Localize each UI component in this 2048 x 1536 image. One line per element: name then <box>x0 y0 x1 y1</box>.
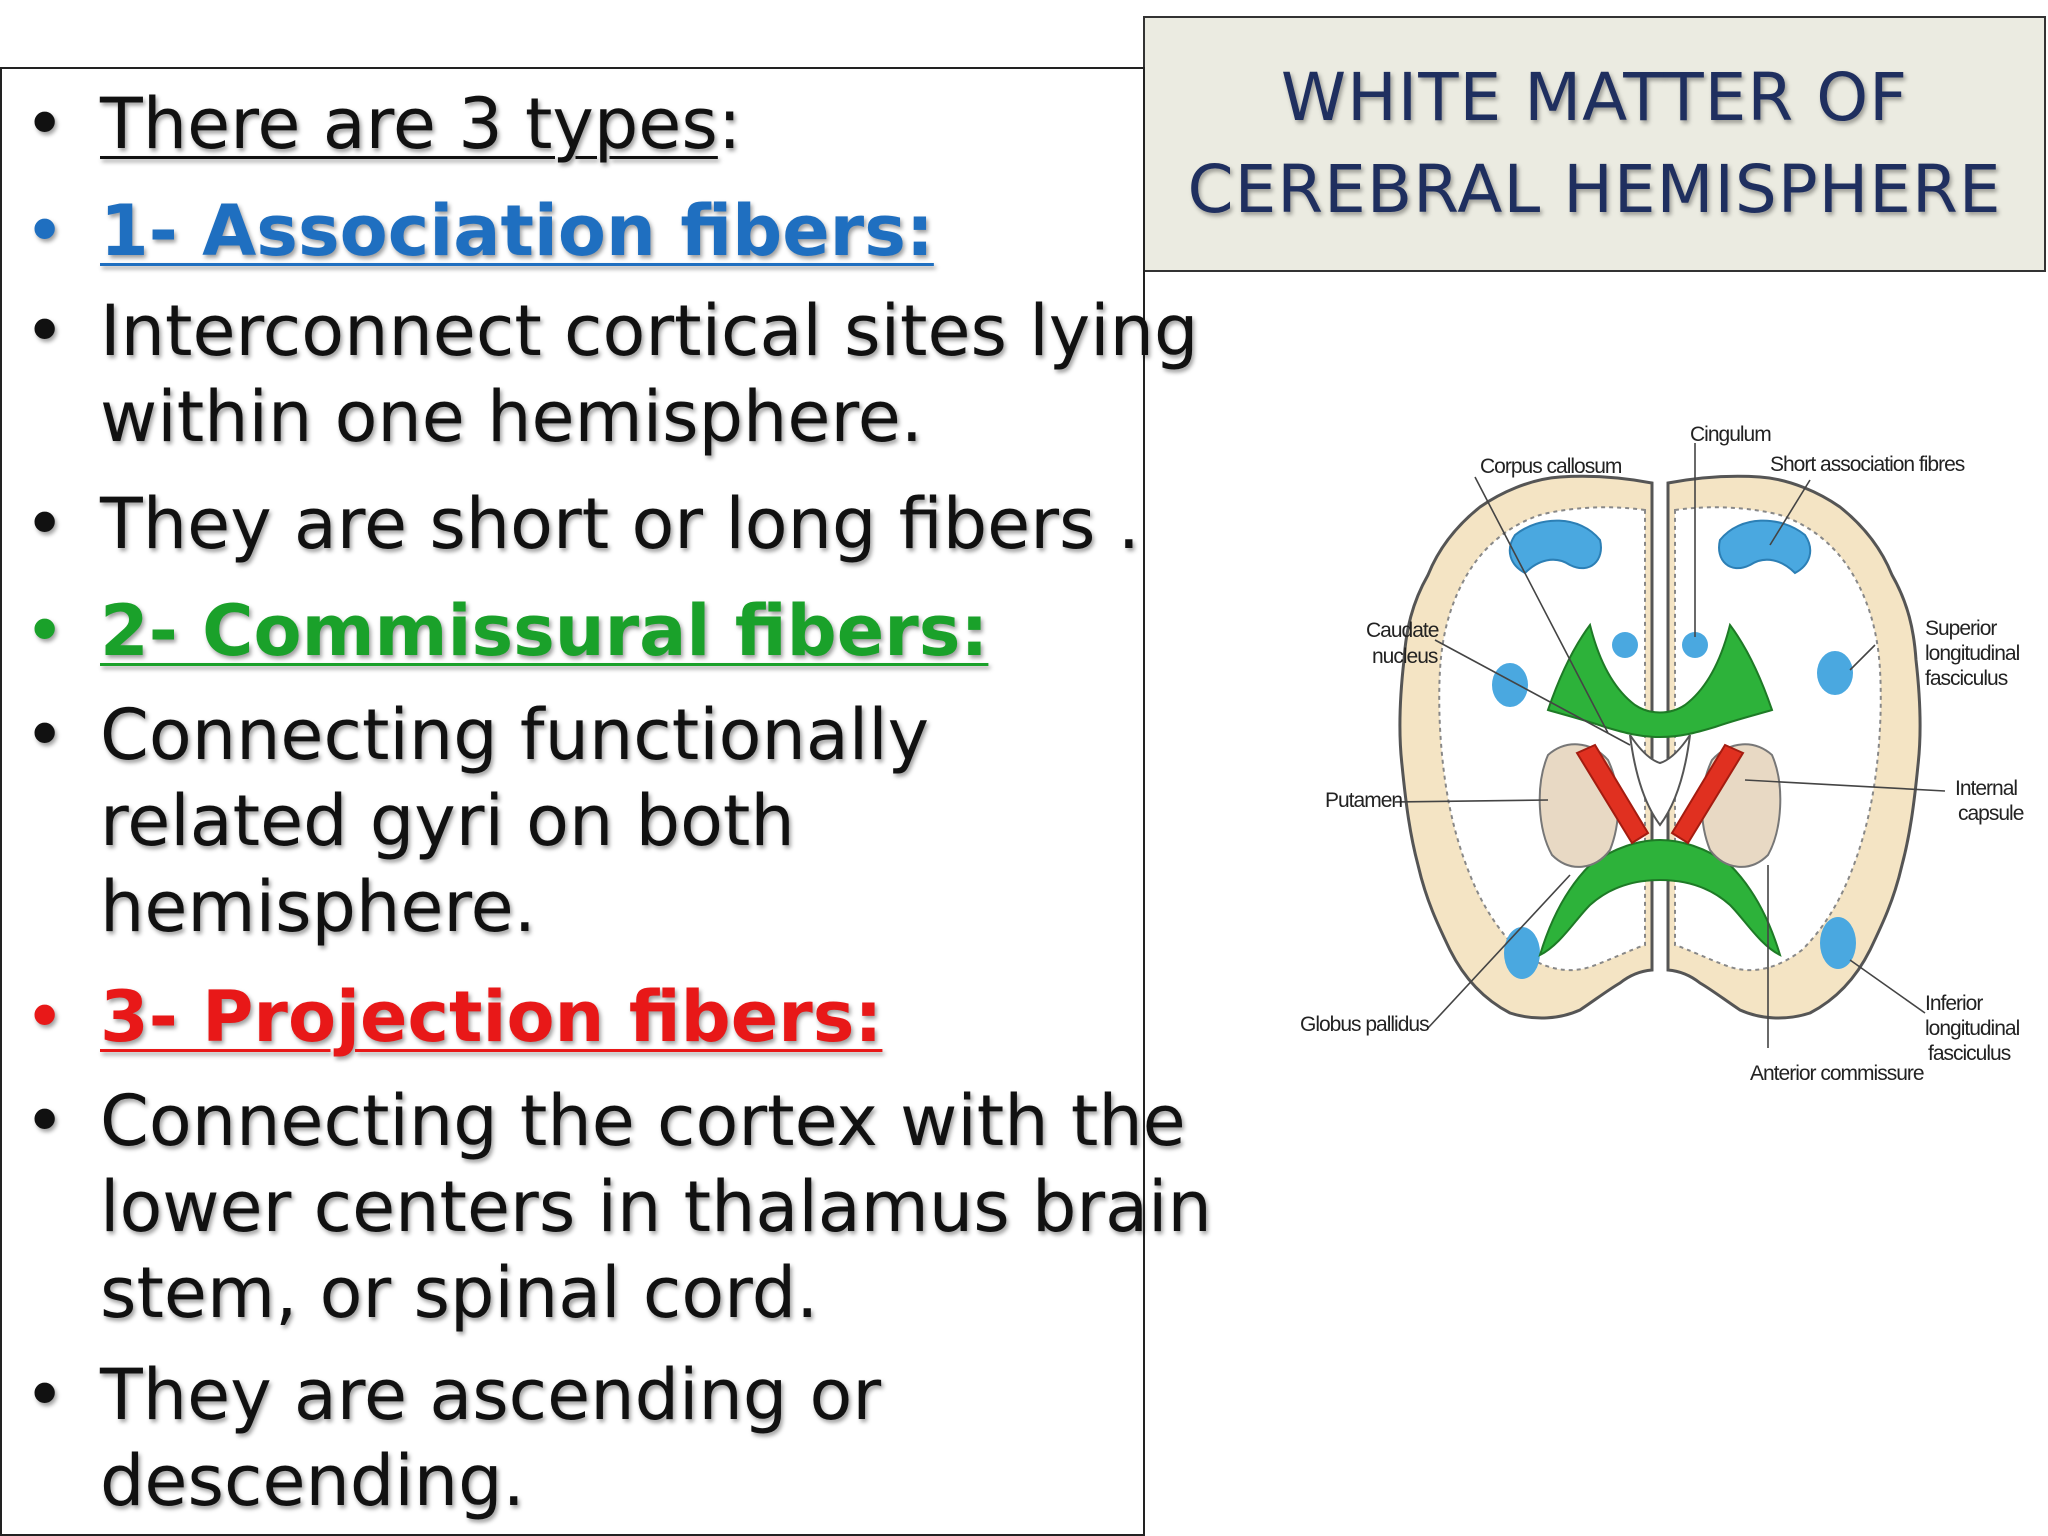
bullet-line: hemisphere. <box>100 864 929 950</box>
label-anterior-commissure: Anterior commissure <box>1750 1062 1924 1085</box>
label-putamen: Putamen <box>1325 789 1402 812</box>
superior-longitudinal-right <box>1817 651 1853 695</box>
bullet-dot: • <box>24 190 66 272</box>
bullet-line: Interconnect cortical sites lying <box>100 288 1198 374</box>
cingulum-right <box>1682 632 1708 658</box>
bullet-line: They are ascending or <box>100 1352 881 1438</box>
bullet-line: 2- Commissural fibers: <box>100 588 988 674</box>
bullet-text: hemisphere. <box>100 866 536 948</box>
label-internal-2: capsule <box>1958 802 2024 825</box>
corpus-callosum-fibres <box>1546 622 1774 739</box>
text-box: • There are 3 types: • 1- Association fiber… <box>0 67 1212 1536</box>
label-corpus-callosum: Corpus callosum <box>1480 455 1622 478</box>
label-inferior-1: Inferior <box>1925 992 1983 1015</box>
internal-capsule-right <box>1670 743 1745 845</box>
label-superior-3: fasciculus <box>1925 667 2008 690</box>
lateral-ventricles <box>1629 734 1691 827</box>
bullet-dot: • <box>24 83 66 165</box>
label-inferior-3: fasciculus <box>1928 1042 2011 1065</box>
bullet-text: There are 3 types <box>100 83 718 165</box>
bullet-item: • There are 3 types: <box>2 81 741 167</box>
bullet-text: 1- Association fibers: <box>100 190 934 272</box>
inferior-longitudinal-right <box>1820 917 1856 969</box>
bullet-dot: • <box>24 483 66 565</box>
bullet-text: stem, or spinal cord. <box>100 1252 819 1334</box>
bullet-line: Connecting the cortex with the <box>100 1078 1212 1164</box>
short-association-fibres-right <box>1718 519 1812 575</box>
bullet-line: within one hemisphere. <box>100 374 1198 460</box>
bullet-item: • They are short or long fibers . <box>2 481 1140 567</box>
label-caudate-2: nucleus <box>1372 645 1438 668</box>
label-cingulum: Cingulum <box>1690 423 1771 446</box>
bullet-text: 2- Commissural fibers: <box>100 590 989 672</box>
bullet-text: They are short or long fibers . <box>100 483 1140 565</box>
bullet-item: • 3- Projection fibers: <box>2 974 882 1060</box>
bullet-text: Connecting functionally <box>100 694 930 776</box>
leader-lines <box>1394 443 1946 1048</box>
label-globus-pallidus: Globus pallidus <box>1300 1013 1429 1036</box>
bullet-text: Connecting the cortex with the <box>100 1080 1186 1162</box>
bullet-dot: • <box>24 694 66 776</box>
label-superior-1: Superior <box>1925 617 1997 640</box>
title-box: WHITE MATTER OF CEREBRAL HEMISPHERE <box>1143 16 2046 272</box>
bullet-text: 3- Projection fibers: <box>100 976 883 1058</box>
label-short-association-fibres: Short association fibres <box>1770 453 1965 476</box>
bullet-dot: • <box>24 976 66 1058</box>
bullet-text: related gyri on both <box>100 780 795 862</box>
short-association-fibres-left <box>1508 519 1602 575</box>
bullet-line: related gyri on both <box>100 778 929 864</box>
bullet-suffix: : <box>717 83 742 165</box>
title-line-2: CEREBRAL HEMISPHERE <box>1187 151 2002 228</box>
bullet-text: within one hemisphere. <box>100 376 924 458</box>
superior-longitudinal-left <box>1492 663 1528 707</box>
bullet-line: 1- Association fibers: <box>100 188 934 274</box>
bullet-text: lower centers in thalamus brain <box>100 1166 1212 1248</box>
brain-coronal-section-diagram: Cingulum Corpus callosum Short associati… <box>1300 423 2025 1085</box>
label-inferior-2: longitudinal <box>1925 1017 2020 1040</box>
bullet-text: They are ascending or <box>100 1354 882 1436</box>
bullet-line: 3- Projection fibers: <box>100 974 882 1060</box>
bullet-line: Connecting functionally <box>100 692 929 778</box>
bullet-item: • 1- Association fibers: <box>2 188 934 274</box>
internal-capsule-left <box>1575 743 1650 845</box>
cingulum-left <box>1612 632 1638 658</box>
bullet-line: stem, or spinal cord. <box>100 1250 1212 1336</box>
bullet-dot: • <box>24 590 66 672</box>
inferior-longitudinal-left <box>1504 927 1540 979</box>
bullet-dot: • <box>24 290 66 372</box>
bullet-text: descending. <box>100 1440 525 1522</box>
label-internal-1: Internal <box>1955 777 2017 800</box>
label-superior-2: longitudinal <box>1925 642 2020 665</box>
label-caudate-1: Caudate <box>1366 619 1439 642</box>
bullet-dot: • <box>24 1354 66 1436</box>
bullet-line: lower centers in thalamus brain <box>100 1164 1212 1250</box>
bullet-item: • 2- Commissural fibers: <box>2 588 988 674</box>
bullet-text: Interconnect cortical sites lying <box>100 290 1199 372</box>
bullet-line: descending. <box>100 1438 881 1524</box>
bullet-line: There are 3 types: <box>100 81 741 167</box>
bullet-dot: • <box>24 1080 66 1162</box>
title-line-1: WHITE MATTER OF <box>1280 59 1909 136</box>
bullet-line: They are short or long fibers . <box>100 481 1140 567</box>
